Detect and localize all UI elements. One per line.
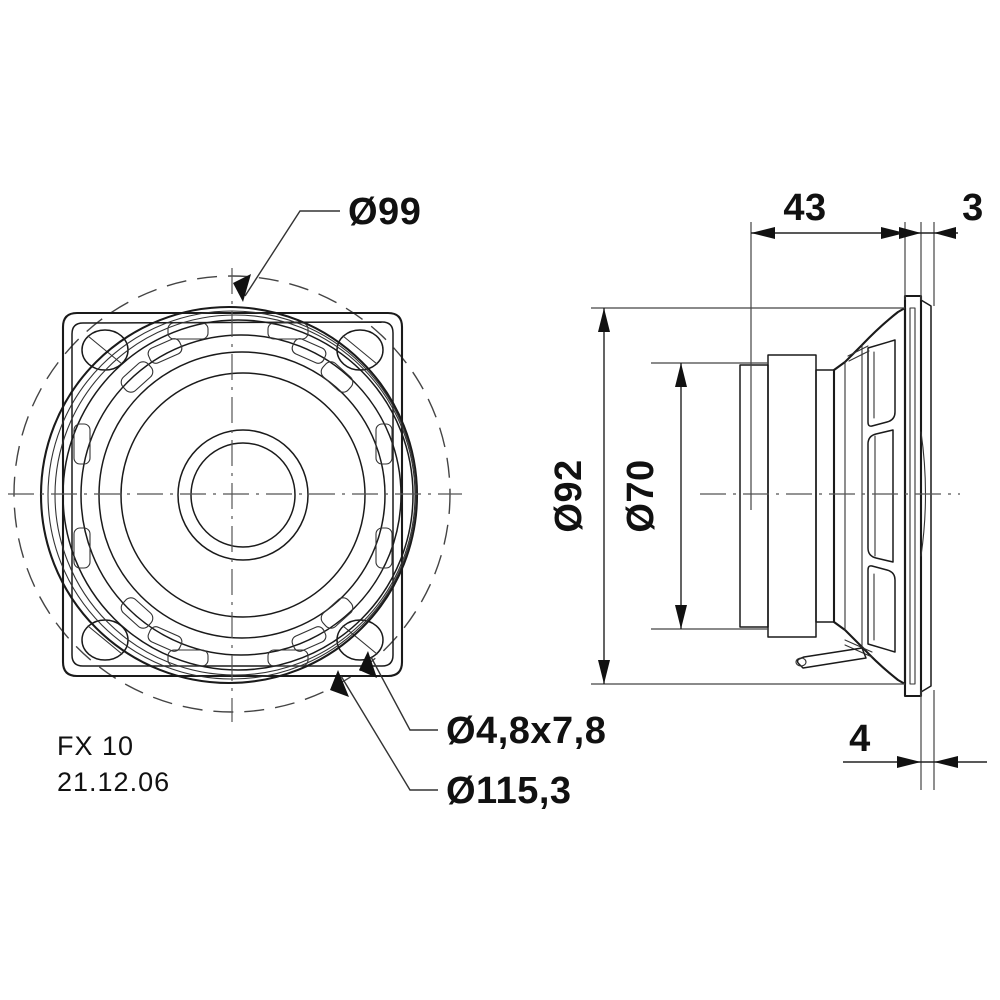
rim-ring-inner (62, 319, 414, 671)
basket-tab-bl (120, 597, 154, 629)
label-magnet-diameter: Ø70 (620, 459, 662, 532)
hole-slot-mark-tr (342, 335, 378, 365)
part-label: FX 10 (57, 731, 134, 761)
frame-tab-bottom-right (267, 649, 309, 667)
arrow-43-left (751, 227, 775, 239)
surround-outer-ring (80, 334, 402, 656)
leader-arrow-bolt-circle (330, 670, 349, 697)
side-view (700, 294, 960, 698)
arrow-4-left (897, 756, 921, 768)
label-bolt-circle: Ø115,3 (446, 770, 572, 812)
rim-ring-outer-3 (54, 314, 416, 676)
arrow-70-bottom (675, 605, 687, 629)
date-label: 21.12.06 (57, 767, 170, 797)
terminal-tab (796, 647, 867, 669)
label-mounting-hole: Ø4,8x7,8 (446, 710, 606, 752)
arrow-3-left (899, 227, 921, 239)
basket-tab-b1 (147, 626, 183, 652)
basket-window-top (867, 339, 896, 427)
arrow-70-top (675, 363, 687, 387)
leader-arrow-cone-diameter (233, 274, 251, 302)
frame-tab-right-upper (375, 423, 393, 465)
basket-rib-top-2 (848, 350, 870, 362)
rim-ring-outer (39, 305, 419, 685)
flange-outer-face (920, 299, 932, 693)
arrow-4-right (934, 756, 958, 768)
basket-tab-br (320, 597, 354, 629)
hole-slot-mark-bl (87, 625, 123, 655)
frame-tab-left-upper (73, 423, 91, 465)
front-view (8, 268, 462, 722)
label-front-offset: 4 (849, 718, 871, 760)
basket-window-bottom (867, 565, 896, 653)
arrow-92-bottom (598, 660, 610, 684)
basket-tab-tr (320, 361, 354, 393)
leader-arrow-mounting-hole (359, 651, 377, 678)
frame-tab-bottom-left (167, 649, 209, 667)
dustcap-outer-ring (177, 429, 309, 561)
basket-tab-t1 (147, 338, 183, 364)
frame-tab-top-left (167, 322, 209, 340)
label-cone-diameter: Ø99 (348, 191, 421, 233)
frame-tab-right-lower (375, 527, 393, 569)
frame-tabs (73, 322, 393, 667)
basket-tabs (120, 338, 354, 652)
basket-tab-tl (120, 361, 154, 393)
dustcap-inner-ring (190, 442, 296, 548)
terminal-lead-1 (844, 639, 873, 653)
basket-rib-top (847, 345, 869, 357)
frame-tab-left-lower (73, 527, 91, 569)
mounting-frame-inner (71, 321, 394, 667)
arrow-43-right (881, 227, 905, 239)
basket-tab-b2 (291, 626, 327, 652)
frame-tab-top-right (267, 322, 309, 340)
terminal-assembly (795, 639, 873, 669)
leader-mounting-hole (370, 656, 438, 731)
mounting-frame-outline (61, 311, 404, 678)
leader-bolt-circle (340, 675, 438, 791)
title-block: FX 10 21.12.06 (57, 731, 170, 797)
surround-inner-ring (98, 351, 386, 639)
arrow-3-right (934, 227, 956, 239)
basket-tab-t2 (291, 338, 327, 364)
basket-window-middle (867, 429, 894, 563)
terminal-eyelet (795, 657, 807, 667)
label-outer-diameter: Ø92 (548, 459, 590, 532)
side-view-dimensions: 43 3 Ø92 Ø70 4 (548, 187, 987, 790)
terminal-lead-2 (844, 644, 873, 658)
label-flange-thickness: 3 (962, 187, 984, 229)
cone-outer-ring (120, 372, 366, 618)
front-flange-groove (909, 307, 916, 685)
leader-cone-diameter (244, 210, 340, 297)
label-depth: 43 (783, 187, 826, 229)
front-view-dimensions: Ø99 Ø4,8x7,8 Ø115,3 (233, 191, 606, 812)
arrow-92-top (598, 308, 610, 332)
